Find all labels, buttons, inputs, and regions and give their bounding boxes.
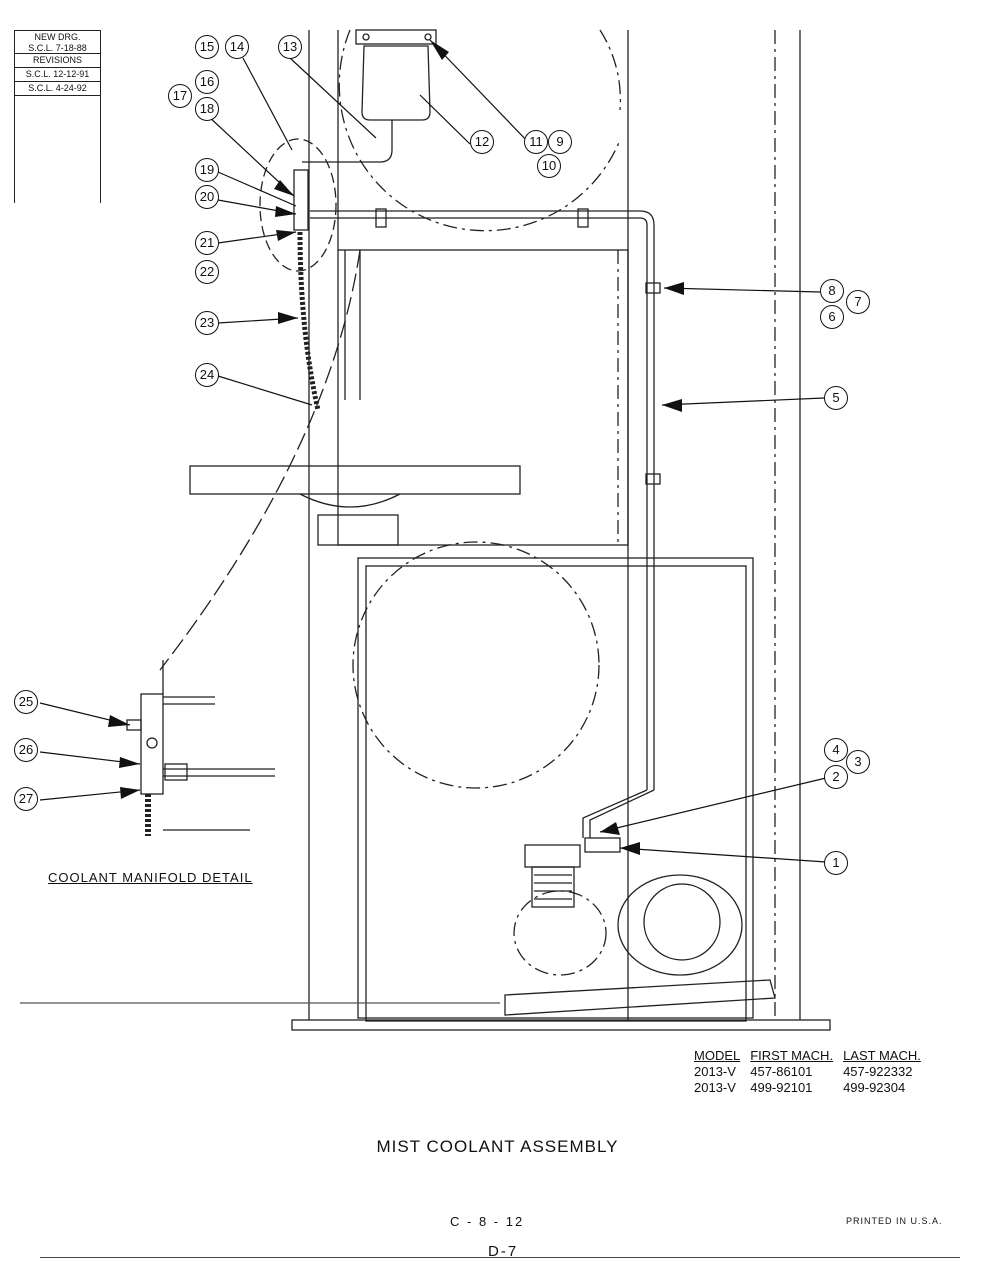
revision-block: NEW DRG. S.C.L. 7-18-88 REVISIONS S.C.L.… [14,30,101,203]
lower-wheel [352,541,600,789]
callout-14: 14 [225,35,249,59]
printed-note: PRINTED IN U.S.A. [846,1216,943,1226]
last-mach-cell: 499-92304 [843,1080,906,1095]
leader-19 [217,171,297,207]
new-drawing-date: S.C.L. 7-18-88 [28,43,87,53]
lower-cabinet [357,557,754,1019]
pump-head [524,844,581,868]
callout-9: 9 [548,130,572,154]
last-mach-cell: 457-922332 [843,1064,913,1079]
callout-23: 23 [195,311,219,335]
upper-column-box [337,249,629,546]
manifold-detail-circle [259,138,337,272]
callout-8: 8 [820,279,844,303]
revision-header: NEW DRG. S.C.L. 7-18-88 [15,31,100,54]
callout-27: 27 [14,787,38,811]
line-clip-lower [645,473,661,485]
table-row: 2013-V 499-92101 499-92304 [694,1080,931,1096]
callout-24: 24 [195,363,219,387]
leader-13 [289,57,377,139]
detail-manifold-body [140,693,164,795]
callout-1: 1 [824,851,848,875]
leader-2 [599,777,827,833]
leader-11 [429,39,531,145]
callout-18: 18 [195,97,219,121]
leader-24 [217,375,313,406]
callout-12: 12 [470,130,494,154]
model-table-header: MODEL FIRST MACH. LAST MACH. [694,1048,931,1064]
model-table: MODEL FIRST MACH. LAST MACH. 2013-V 457-… [694,1048,931,1096]
last-mach-header: LAST MACH. [843,1048,921,1063]
callout-22: 22 [195,260,219,284]
line-clip-upper [645,282,661,294]
callout-3: 3 [846,750,870,774]
callout-15: 15 [195,35,219,59]
leader-1 [619,847,827,863]
table-row: 2013-V 457-86101 457-922332 [694,1064,931,1080]
model-header: MODEL [694,1048,741,1063]
manifold-block [293,169,309,231]
revision-entry: S.C.L. 12-12-91 [15,68,100,82]
pump-fitting [584,837,621,853]
callout-19: 19 [195,158,219,182]
first-mach-header: FIRST MACH. [750,1048,834,1063]
model-cell: 2013-V [694,1080,736,1095]
footer-rule [40,1257,960,1258]
leader-5 [661,397,825,406]
callout-10: 10 [537,154,561,178]
callout-6: 6 [820,305,844,329]
revision-blank [15,96,100,156]
first-mach-cell: 499-92101 [750,1080,813,1095]
callout-7: 7 [846,290,870,314]
callout-20: 20 [195,185,219,209]
callout-11: 11 [524,130,548,154]
callout-25: 25 [14,690,38,714]
revision-entry: S.C.L. 4-24-92 [15,82,100,96]
pump-pulley-housing [617,874,743,976]
supply-line-vertical [639,210,655,790]
detail-title: COOLANT MANIFOLD DETAIL [48,870,253,885]
leader-14 [242,57,293,151]
coolant-reservoir [361,45,431,121]
callout-13: 13 [278,35,302,59]
leader-12 [419,94,471,145]
feed-tube [302,120,393,163]
work-table [189,465,521,495]
base-plate [291,1019,831,1031]
callout-21: 21 [195,231,219,255]
revisions-title: REVISIONS [15,54,100,68]
page-label: D-7 [488,1243,519,1260]
callout-2: 2 [824,765,848,789]
callout-4: 4 [824,738,848,762]
pump-motor [513,890,607,976]
new-drawing-label: NEW DRG. [34,32,81,42]
callout-16: 16 [195,70,219,94]
callout-5: 5 [824,386,848,410]
callout-26: 26 [14,738,38,762]
leader-8 [663,287,821,293]
first-mach-cell: 457-86101 [750,1064,813,1079]
reservoir-bracket [355,29,437,45]
upper-wheel [338,29,621,232]
callout-17: 17 [168,84,192,108]
drawing-title: MIST COOLANT ASSEMBLY [376,1137,619,1156]
page-code: C - 8 - 12 [450,1214,525,1229]
pump-base [504,979,776,1016]
detail-leader-curve [159,249,361,671]
flex-nozzle-hose [297,231,321,411]
model-cell: 2013-V [694,1064,736,1079]
